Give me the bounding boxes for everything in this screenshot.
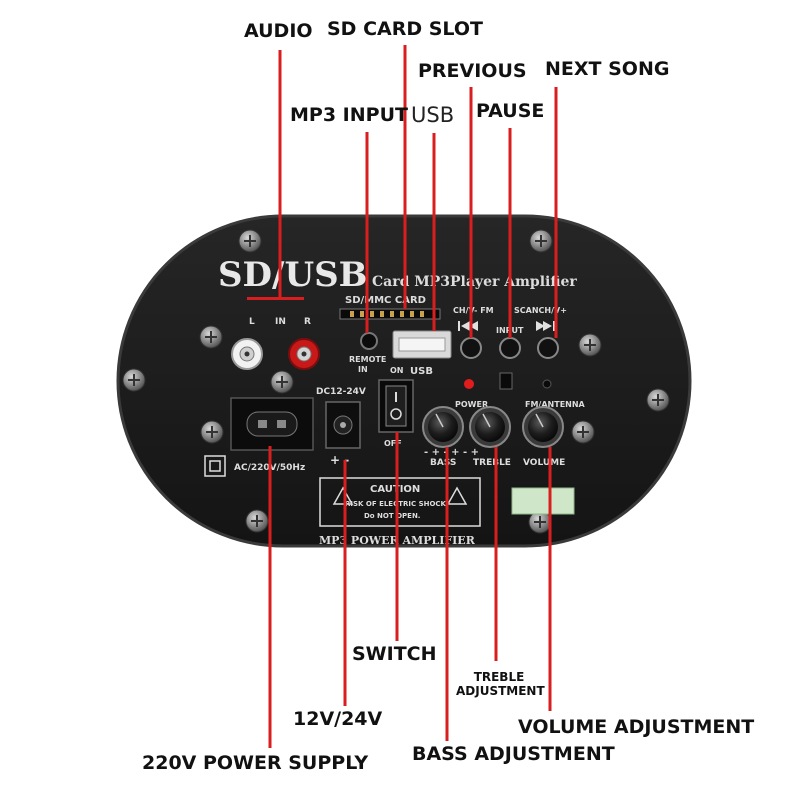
callout-bass-adjustment: BASS ADJUSTMENT bbox=[412, 743, 615, 765]
brand-subtitle: Card MP3Player Amplifier bbox=[372, 274, 577, 290]
mp3-input-jack[interactable] bbox=[360, 332, 378, 350]
rca-right-jack[interactable] bbox=[288, 338, 320, 370]
rca-right-label: R bbox=[304, 317, 311, 327]
double-insulation-icon bbox=[204, 455, 226, 477]
bass-label: BASS bbox=[430, 458, 456, 468]
dc-power-jack[interactable] bbox=[325, 401, 361, 449]
callout-next-song: NEXT SONG bbox=[545, 58, 670, 80]
volume-knob[interactable] bbox=[522, 406, 564, 448]
ch-plus-label: SCANCH/V+ bbox=[514, 306, 567, 315]
caution-line2: Do NOT OPEN. bbox=[364, 512, 420, 520]
treble-knob[interactable] bbox=[469, 406, 511, 448]
callout-previous: PREVIOUS bbox=[418, 60, 527, 82]
off-label: OFF bbox=[384, 439, 402, 448]
ir-sensor bbox=[499, 372, 513, 390]
callout-12v-24v: 12V/24V bbox=[293, 708, 383, 730]
callout-pause: PAUSE bbox=[476, 100, 545, 122]
power-label: POWER bbox=[455, 400, 488, 409]
rca-bracket bbox=[247, 297, 304, 300]
caution-box bbox=[319, 477, 481, 527]
callout-volume-adjustment: VOLUME ADJUSTMENT bbox=[518, 716, 755, 738]
usb-panel-label: USB bbox=[410, 366, 433, 377]
knob-polarity-marks: - + - + - + bbox=[424, 447, 479, 458]
callout-mp3-input: MP3 INPUT bbox=[290, 104, 408, 126]
callout-sd-card-slot: SD CARD SLOT bbox=[327, 18, 483, 40]
callout-treble-line2: ADJUSTMENT bbox=[456, 684, 545, 698]
callout-usb: USB bbox=[411, 103, 455, 127]
rca-in-label: IN bbox=[275, 317, 286, 327]
power-led bbox=[464, 379, 474, 389]
previous-icon bbox=[458, 321, 478, 331]
dc-label: DC12-24V bbox=[316, 387, 366, 397]
bass-knob[interactable] bbox=[422, 406, 464, 448]
remote-label: REMOTE bbox=[349, 355, 386, 364]
previous-button[interactable] bbox=[460, 337, 482, 359]
usb-port[interactable] bbox=[392, 330, 452, 359]
callout-treble-adjustment: TREBLE ADJUSTMENT bbox=[456, 670, 545, 698]
fm-antenna-jack[interactable] bbox=[542, 379, 552, 389]
rca-left-jack[interactable] bbox=[231, 338, 263, 370]
next-button[interactable] bbox=[537, 337, 559, 359]
treble-label: TREBLE bbox=[473, 458, 511, 468]
sd-mmc-label: SD/MMC CARD bbox=[345, 295, 426, 306]
callout-220v-power-supply: 220V POWER SUPPLY bbox=[142, 752, 369, 774]
remote-in-label: IN bbox=[358, 365, 368, 374]
volume-label: VOLUME bbox=[523, 458, 565, 468]
fm-antenna-label: FM/ANTENNA bbox=[525, 400, 586, 409]
on-label: ON bbox=[390, 366, 404, 375]
ch-minus-label: CH/V- FM bbox=[453, 306, 494, 315]
ac-power-inlet[interactable] bbox=[230, 397, 314, 451]
qc-sticker bbox=[511, 487, 575, 515]
brand-title: SD/USB bbox=[218, 255, 367, 295]
callout-switch: SWITCH bbox=[352, 643, 437, 665]
pause-button[interactable] bbox=[499, 337, 521, 359]
callout-audio: AUDIO bbox=[244, 20, 313, 42]
caution-title: CAUTION bbox=[370, 484, 420, 495]
next-icon bbox=[536, 321, 555, 331]
power-switch[interactable] bbox=[378, 379, 414, 433]
rca-left-label: L bbox=[249, 317, 255, 327]
leader-lines bbox=[268, 45, 558, 748]
callout-treble-line1: TREBLE bbox=[473, 670, 525, 684]
sd-slot-contacts bbox=[350, 311, 424, 317]
